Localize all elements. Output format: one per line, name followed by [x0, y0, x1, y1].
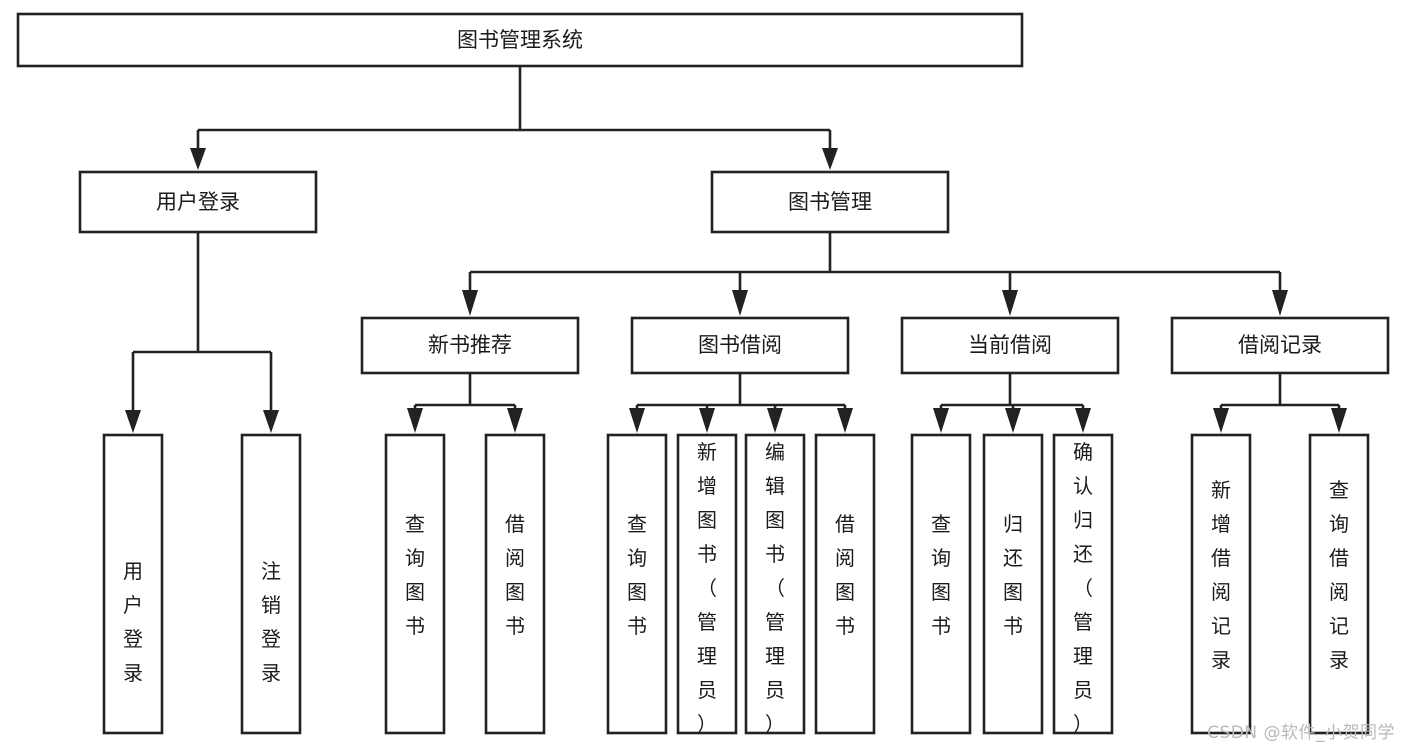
- node-leaf-return-book-label: 归还图书: [1003, 512, 1023, 638]
- node-user-login-box[interactable]: [78, 170, 318, 234]
- arrow-cb-leaf-1: [933, 408, 949, 433]
- arrow-bm-to-new-book-recommend: [462, 290, 478, 316]
- leaf-layer: 用户登录 注销登录 查询图书 借阅图书 查询图书 新增图书（管理员）: [102, 433, 1370, 736]
- node-leaf-query-book-1[interactable]: 查询图书: [384, 433, 446, 735]
- arrow-bb-leaf-4: [837, 408, 853, 433]
- node-leaf-add-record-box[interactable]: [1190, 433, 1252, 735]
- node-leaf-return-book-box[interactable]: [982, 433, 1044, 735]
- node-leaf-add-book[interactable]: 新增图书（管理员）: [676, 433, 738, 736]
- arrow-user-login-leaf-1: [125, 410, 141, 433]
- node-leaf-borrow-book-1-label: 借阅图书: [505, 512, 525, 638]
- node-book-borrow-label: 图书借阅: [698, 333, 782, 357]
- node-leaf-borrow-book-2-label: 借阅图书: [835, 512, 855, 638]
- node-leaf-add-book-box[interactable]: [676, 433, 738, 735]
- node-current-borrow[interactable]: 当前借阅: [900, 316, 1120, 375]
- node-leaf-query-book-3-box[interactable]: [910, 433, 972, 735]
- node-leaf-add-record[interactable]: 新增借阅记录: [1190, 433, 1252, 735]
- node-book-manage-box[interactable]: [710, 170, 950, 234]
- node-leaf-user-login[interactable]: 用户登录: [102, 433, 164, 735]
- arrow-bb-leaf-1: [629, 408, 645, 433]
- node-leaf-logout-label: 注销登录: [261, 559, 281, 685]
- node-leaf-borrow-book-2-box[interactable]: [814, 433, 876, 735]
- node-root-label: 图书管理系统: [457, 28, 583, 52]
- node-leaf-logout[interactable]: 注销登录: [240, 433, 302, 735]
- arrow-bm-to-book-borrow: [732, 290, 748, 316]
- node-leaf-borrow-book-1[interactable]: 借阅图书: [484, 433, 546, 735]
- node-leaf-query-book-2-box[interactable]: [606, 433, 668, 735]
- arrow-bb-leaf-2: [699, 408, 715, 433]
- node-current-borrow-label: 当前借阅: [968, 333, 1052, 357]
- node-leaf-add-book-label: 新增图书（管理员）: [697, 440, 717, 736]
- node-leaf-confirm-return-box[interactable]: [1052, 433, 1114, 735]
- node-leaf-query-book-1-box[interactable]: [384, 433, 446, 735]
- node-current-borrow-box[interactable]: [900, 316, 1120, 375]
- node-leaf-borrow-book-2[interactable]: 借阅图书: [814, 433, 876, 735]
- arrow-cb-leaf-3: [1075, 408, 1091, 433]
- node-leaf-borrow-book-1-box[interactable]: [484, 433, 546, 735]
- node-book-manage[interactable]: 图书管理: [710, 170, 950, 234]
- node-leaf-edit-book-label: 编辑图书（管理员）: [765, 440, 785, 736]
- node-leaf-query-book-3-label: 查询图书: [931, 512, 951, 638]
- arrow-bb-leaf-3: [767, 408, 783, 433]
- node-leaf-query-record-box[interactable]: [1308, 433, 1370, 735]
- node-leaf-return-book[interactable]: 归还图书: [982, 433, 1044, 735]
- node-new-book-recommend[interactable]: 新书推荐: [360, 316, 580, 375]
- arrow-root-to-book-manage: [822, 148, 838, 170]
- node-leaf-query-book-2-label: 查询图书: [627, 512, 647, 638]
- node-new-book-recommend-box[interactable]: [360, 316, 580, 375]
- node-root-box[interactable]: [16, 12, 1024, 68]
- node-leaf-logout-box[interactable]: [240, 433, 302, 735]
- node-leaf-query-record-label: 查询借阅记录: [1329, 478, 1349, 672]
- arrow-cb-leaf-2: [1005, 408, 1021, 433]
- arrow-bm-to-borrow-record: [1272, 290, 1288, 316]
- arrow-user-login-leaf-2: [263, 410, 279, 433]
- node-borrow-record[interactable]: 借阅记录: [1170, 316, 1390, 375]
- arrow-nbr-leaf-1: [407, 408, 423, 433]
- node-user-login-label: 用户登录: [156, 190, 240, 214]
- edge-layer: [125, 66, 1347, 433]
- node-user-login[interactable]: 用户登录: [78, 170, 318, 234]
- node-book-borrow-box[interactable]: [630, 316, 850, 375]
- node-leaf-query-book-1-label: 查询图书: [405, 512, 425, 638]
- node-root[interactable]: 图书管理系统: [16, 12, 1024, 68]
- node-leaf-user-login-label: 用户登录: [123, 559, 143, 685]
- arrow-nbr-leaf-2: [507, 408, 523, 433]
- arrow-br-leaf-2: [1331, 408, 1347, 433]
- node-borrow-record-label: 借阅记录: [1238, 333, 1322, 357]
- node-leaf-confirm-return[interactable]: 确认归还（管理员）: [1052, 433, 1114, 736]
- node-leaf-query-book-3[interactable]: 查询图书: [910, 433, 972, 735]
- node-leaf-query-record[interactable]: 查询借阅记录: [1308, 433, 1370, 735]
- arrow-root-to-user-login: [190, 148, 206, 170]
- node-book-borrow[interactable]: 图书借阅: [630, 316, 850, 375]
- node-leaf-edit-book-box[interactable]: [744, 433, 806, 735]
- node-leaf-query-book-2[interactable]: 查询图书: [606, 433, 668, 735]
- arrow-bm-to-current-borrow: [1002, 290, 1018, 316]
- arrow-br-leaf-1: [1213, 408, 1229, 433]
- node-leaf-add-record-label: 新增借阅记录: [1211, 478, 1231, 672]
- node-leaf-edit-book[interactable]: 编辑图书（管理员）: [744, 433, 806, 736]
- node-leaf-confirm-return-label: 确认归还（管理员）: [1073, 440, 1093, 736]
- node-leaf-user-login-box[interactable]: [102, 433, 164, 735]
- node-book-manage-label: 图书管理: [788, 190, 872, 214]
- node-new-book-recommend-label: 新书推荐: [428, 333, 512, 357]
- node-borrow-record-box[interactable]: [1170, 316, 1390, 375]
